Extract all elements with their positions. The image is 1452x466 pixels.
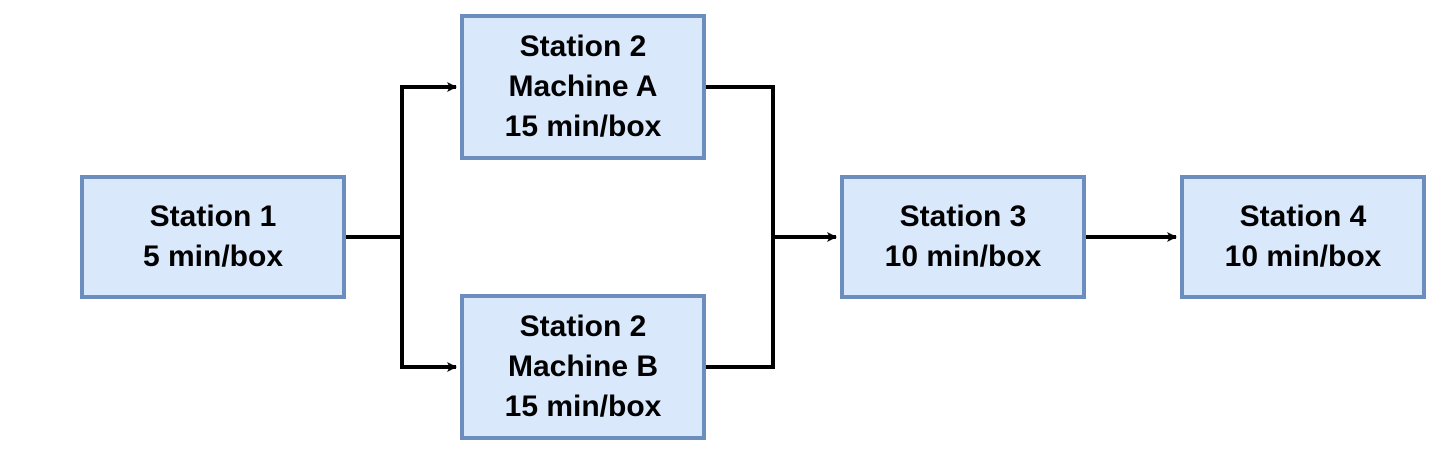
station-4-box[interactable]: Station 4 10 min/box [1180, 175, 1426, 299]
station-2a-label: Station 2 [519, 30, 647, 63]
station-2b-rate: 15 min/box [504, 390, 662, 423]
station-2b-label: Station 2 [519, 310, 647, 343]
station-4-label: Station 4 [1239, 200, 1367, 233]
station-2a-machine: Machine A [508, 70, 658, 103]
station-1-rate: 5 min/box [142, 240, 284, 273]
station-1-label: Station 1 [149, 200, 277, 233]
station-3-box[interactable]: Station 3 10 min/box [840, 175, 1086, 299]
station-3-label: Station 3 [899, 200, 1027, 233]
connector-station2b-to-station3 [706, 237, 775, 369]
station-2-machine-b-box[interactable]: Station 2 Machine B 15 min/box [460, 294, 706, 440]
station-4-rate: 10 min/box [1224, 240, 1382, 273]
connector-station1-to-station2a [346, 82, 457, 239]
station-3-rate: 10 min/box [884, 240, 1042, 273]
connector-station2a-to-station3 [706, 85, 837, 242]
station-2-machine-a-box[interactable]: Station 2 Machine A 15 min/box [460, 14, 706, 160]
station-2b-machine: Machine B [507, 350, 659, 383]
station-2a-rate: 15 min/box [504, 110, 662, 143]
connector-station1-to-station2b [400, 237, 457, 372]
station-1-box[interactable]: Station 1 5 min/box [80, 175, 346, 299]
